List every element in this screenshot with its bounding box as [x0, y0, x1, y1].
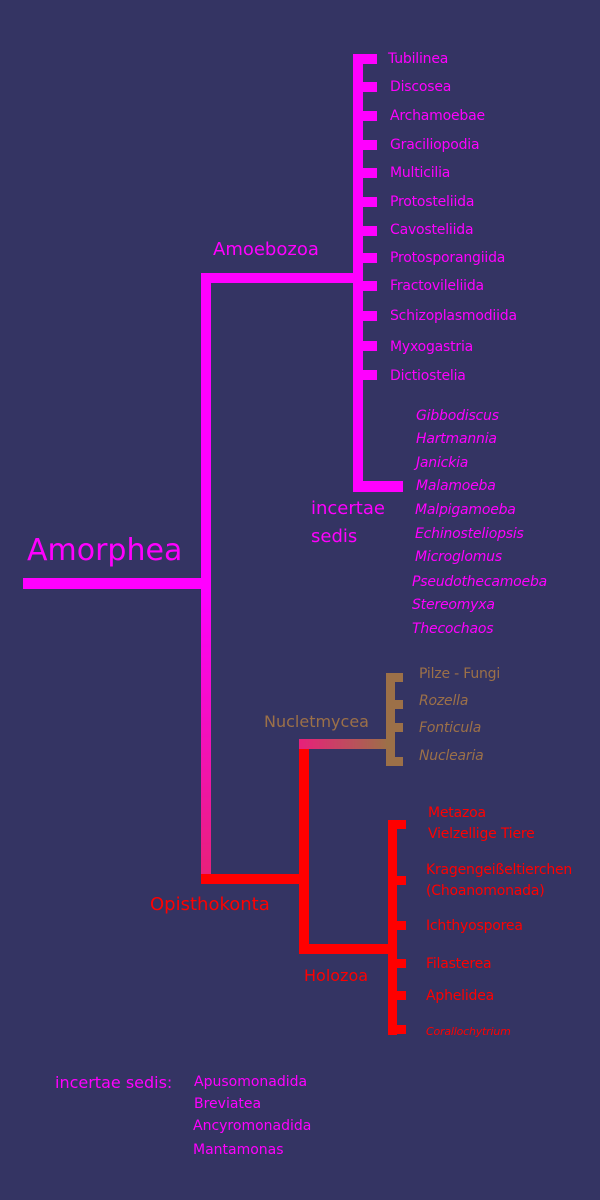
- taxon-label: Filasterea: [426, 956, 492, 972]
- tick: [386, 723, 403, 732]
- tick: [353, 111, 377, 121]
- taxon-label: Apusomonadida: [194, 1074, 308, 1090]
- amoebozoa-incertae-foot: [353, 481, 403, 492]
- taxon-label: Tubilinea: [388, 51, 449, 67]
- tick: [388, 876, 406, 885]
- taxon-label: Archamoebae: [390, 108, 485, 124]
- incertae-sedis-label-line2: sedis: [311, 526, 358, 547]
- taxon-label: Mantamonas: [193, 1142, 284, 1158]
- tick: [353, 226, 377, 236]
- tick: [388, 991, 406, 1000]
- taxon-label: Ancyromonadida: [193, 1118, 312, 1134]
- clade-label-opisthokonta: Opisthokonta: [150, 894, 270, 915]
- nucletmycea-branch: [299, 739, 388, 749]
- tick: [353, 54, 377, 64]
- tick: [353, 140, 377, 150]
- tick: [353, 281, 377, 291]
- taxon-label: Corallochytrium: [426, 1025, 511, 1038]
- taxon-label: Rozella: [419, 693, 469, 709]
- tick: [388, 959, 406, 968]
- taxon-label: Myxogastria: [390, 339, 474, 355]
- taxon-label: Kragengeißeltierchen: [426, 862, 573, 878]
- root-label-amorphea: Amorphea: [27, 533, 183, 568]
- taxon-label: Protosporangiida: [390, 250, 506, 266]
- genus-label: Stereomyxa: [412, 597, 495, 613]
- amorphea-trunk-upper: [201, 273, 211, 589]
- tick: [353, 341, 377, 351]
- genus-label: Janickia: [416, 455, 469, 471]
- opisthokonta-branch: [201, 874, 309, 884]
- amoebozoa-branch: [201, 273, 363, 283]
- genus-label: Echinosteliopsis: [415, 526, 524, 542]
- taxon-label: Protosteliida: [390, 194, 475, 210]
- tick: [386, 700, 403, 709]
- taxon-label: Dictiostelia: [390, 368, 466, 384]
- taxon-label: Ichthyosporea: [426, 918, 523, 934]
- genus-label: Gibbodiscus: [416, 408, 499, 424]
- genus-label: Pseudothecamoeba: [412, 574, 548, 590]
- taxon-label: Pilze - Fungi: [419, 666, 501, 682]
- holozoa-branch: [299, 944, 397, 954]
- tick: [353, 311, 377, 321]
- genus-label: Microglomus: [415, 549, 502, 565]
- amorphea-stem: [23, 578, 211, 589]
- taxon-label: Fractovileliida: [390, 278, 484, 294]
- taxon-label: Graciliopodia: [390, 137, 480, 153]
- footer-incertae-sedis-label: incertae sedis:: [55, 1073, 173, 1092]
- tick: [388, 1025, 406, 1034]
- genus-label: Thecochaos: [412, 621, 494, 637]
- tick: [388, 820, 406, 829]
- tick: [386, 673, 403, 682]
- tick: [353, 168, 377, 178]
- clade-label-holozoa: Holozoa: [304, 966, 369, 985]
- clade-label-amoebozoa: Amoebozoa: [213, 239, 319, 260]
- taxon-label: Aphelidea: [426, 988, 495, 1004]
- taxon-label: Metazoa: [428, 805, 486, 821]
- taxon-label: Multicilia: [390, 165, 451, 181]
- taxon-label: Discosea: [390, 79, 452, 95]
- genus-label: Malamoeba: [416, 478, 496, 494]
- genus-label: Hartmannia: [416, 431, 497, 447]
- opisthokonta-clade-line: [299, 748, 309, 954]
- incertae-sedis-label-line1: incertae: [311, 498, 385, 519]
- amorphea-trunk-lower: [201, 589, 211, 875]
- genus-label: Malpigamoeba: [415, 502, 516, 518]
- nucletmycea-clade-line: [386, 673, 395, 766]
- taxon-label-secondary: Vielzellige Tiere: [428, 826, 535, 842]
- taxon-label: Nuclearia: [419, 748, 484, 764]
- clade-label-nucletmycea: Nucletmycea: [264, 712, 369, 731]
- taxon-label: Breviatea: [194, 1096, 262, 1112]
- amoebozoa-clade-line: [353, 54, 363, 492]
- taxon-label-secondary: (Choanomonada): [426, 883, 545, 899]
- taxon-label: Cavosteliida: [390, 222, 474, 238]
- tick: [353, 253, 377, 263]
- tick: [386, 757, 403, 766]
- taxon-label: Schizoplasmodiida: [390, 308, 517, 324]
- tick: [353, 197, 377, 207]
- tick: [353, 82, 377, 92]
- tick: [353, 370, 377, 380]
- taxon-label: Fonticula: [419, 720, 482, 736]
- tick: [388, 921, 406, 930]
